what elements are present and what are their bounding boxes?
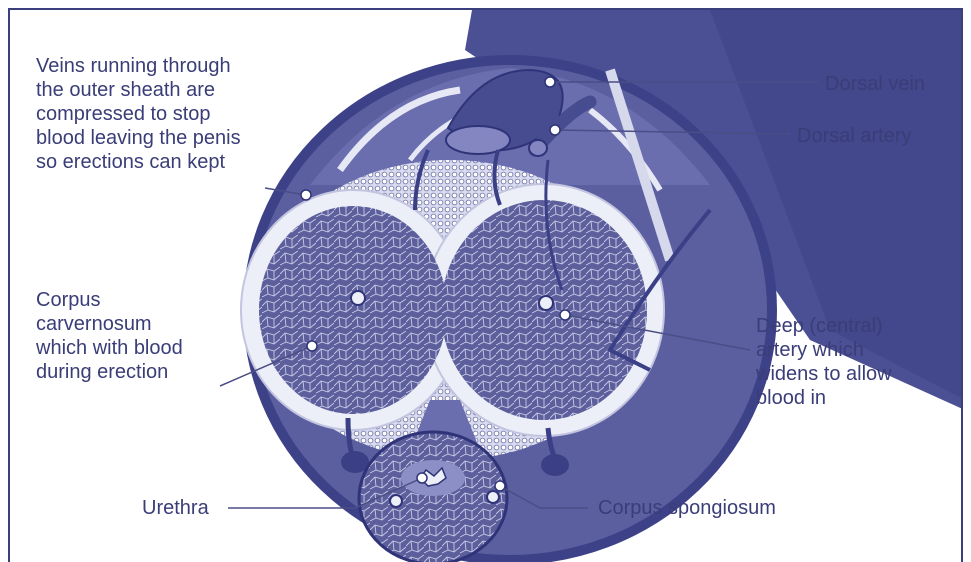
spongiosum-artery-left [390, 495, 402, 507]
veins-note-label: Veins running through the outer sheath a… [36, 54, 241, 174]
spongiosum-artery-right [487, 491, 499, 503]
dorsal-vein-label: Dorsal vein [825, 72, 925, 96]
diagram-frame: Veins running through the outer sheath a… [8, 8, 963, 562]
corpus-spongiosum-label: Corpus spongiosum [598, 496, 776, 520]
urethra-label: Urethra [142, 496, 209, 520]
deep-artery-right [539, 296, 553, 310]
deep-artery-label: Deep (central) artery which widens to al… [756, 314, 892, 410]
corpus-cavernosum-left [259, 206, 447, 414]
dorsal-artery-lumen [529, 140, 547, 156]
lower-vessel-right-end [541, 454, 569, 476]
dorsal-vein-lumen [446, 126, 510, 154]
corpus-cavernosum-label: Corpus carvernosum which with blood duri… [36, 288, 183, 384]
deep-artery-left [351, 291, 365, 305]
dorsal-artery-label: Dorsal artery [797, 124, 911, 148]
